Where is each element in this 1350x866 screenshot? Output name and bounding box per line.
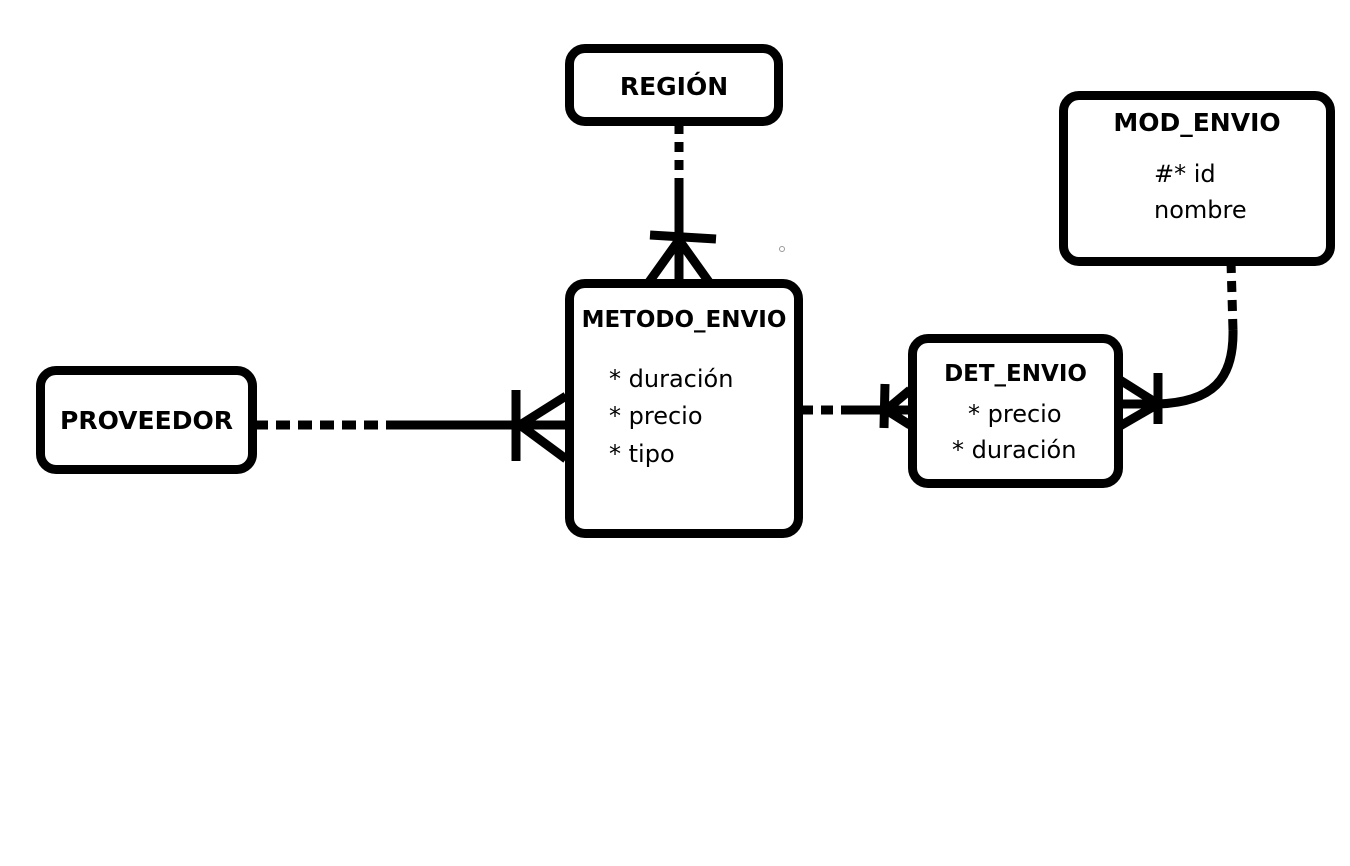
attribute-nombre: nombre (1154, 196, 1247, 224)
attribute-tipo: * tipo (609, 440, 675, 468)
entity-metodo-envio[interactable]: METODO_ENVIO * duración * precio * tipo (565, 279, 803, 538)
relationship-proveedor-metodo-envio (254, 390, 570, 463)
stray-dot (779, 246, 785, 252)
entity-region[interactable]: REGIÓN (565, 44, 783, 126)
entity-title: REGIÓN (619, 72, 729, 101)
attribute-precio: * precio (968, 400, 1062, 428)
entity-title: MOD_ENVIO (1113, 108, 1281, 137)
crow-foot-marker (512, 392, 569, 463)
entity-title: PROVEEDOR (60, 406, 233, 435)
attribute-duracion: * duración (609, 365, 734, 393)
entity-proveedor[interactable]: PROVEEDOR (36, 366, 257, 474)
entity-det-envio[interactable]: DET_ENVIO * precio * duración (908, 334, 1123, 488)
crow-foot-marker (645, 232, 713, 285)
bar-marker (649, 230, 717, 244)
crow-foot-marker (1117, 376, 1167, 430)
attribute-id: #* id (1154, 160, 1216, 188)
attribute-precio: * precio (609, 402, 703, 430)
relationship-metodo-envio-det-envio (801, 383, 913, 429)
relationship-mod-envio-det-envio (1117, 261, 1238, 430)
entity-mod-envio[interactable]: MOD_ENVIO #* id nombre (1059, 91, 1335, 266)
crow-foot-marker (878, 386, 913, 429)
entity-title: METODO_ENVIO (581, 307, 787, 333)
attribute-duracion: * duración (952, 436, 1077, 464)
dashed-line (1226, 261, 1238, 331)
entity-title: DET_ENVIO (944, 361, 1087, 387)
relationship-region-metodo-envio (645, 124, 717, 285)
